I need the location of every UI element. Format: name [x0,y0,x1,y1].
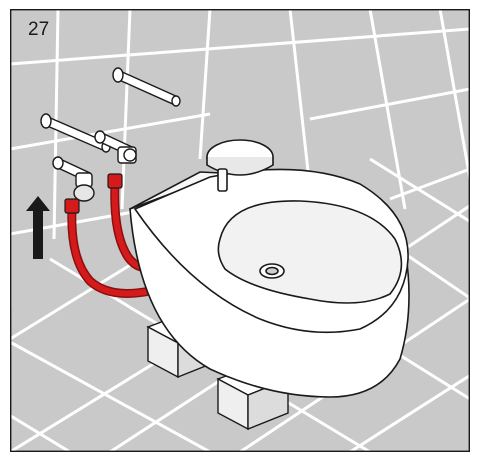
instruction-illustration: 27 [10,9,470,452]
frame-border [10,9,470,452]
angle-valve-icon [52,156,95,202]
wall-hung-bidet-icon [128,139,410,398]
wall-bolt-icon [112,67,181,107]
step-number: 27 [28,19,50,40]
angle-valve-icon [94,130,137,164]
illustration-canvas [10,9,470,452]
up-arrow-icon [26,196,50,259]
